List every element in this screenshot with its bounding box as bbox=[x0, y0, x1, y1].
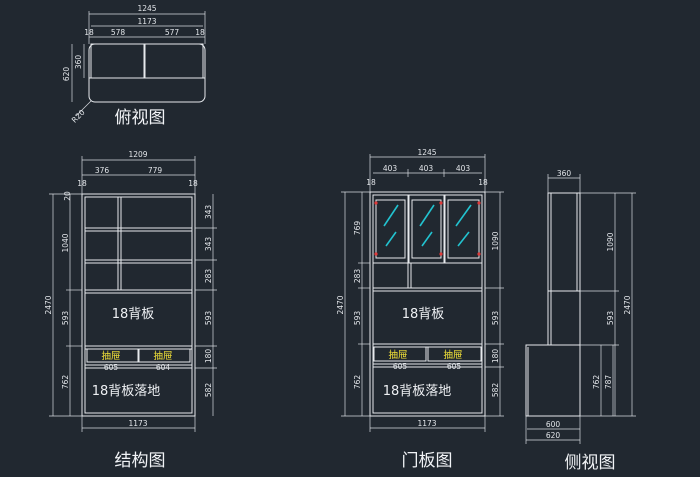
top-view-title: 俯视图 bbox=[115, 108, 166, 128]
side-upper-cabinet bbox=[547, 192, 581, 292]
dim-text: 1173 bbox=[128, 419, 147, 428]
dim-text: 1209 bbox=[128, 150, 147, 159]
side-view: 360 1090 593 2470 762 787 600 620 侧视图 bbox=[525, 169, 636, 473]
side-middle-cabinet bbox=[547, 290, 581, 346]
dim-text: 604 bbox=[156, 363, 171, 372]
drawer-label: 抽屉 bbox=[101, 350, 120, 362]
drawer-left bbox=[86, 348, 139, 363]
dim-text: 18 bbox=[366, 178, 376, 187]
dim-text: 343 bbox=[204, 205, 213, 220]
floor-panel-label: 18背板落地 bbox=[383, 384, 452, 399]
drawer-label: 抽屉 bbox=[153, 350, 172, 362]
dim-text: 18 bbox=[478, 178, 488, 187]
hinge-marker bbox=[374, 201, 378, 205]
drawer-right bbox=[427, 346, 482, 362]
dim-text: 403 bbox=[456, 164, 471, 173]
dim-text: 582 bbox=[491, 383, 500, 398]
drawer-right bbox=[138, 348, 191, 363]
dim-text: 18 bbox=[188, 179, 198, 188]
structure-view-title: 结构图 bbox=[115, 451, 166, 471]
dim-text: 1090 bbox=[606, 232, 615, 251]
dim-text: 1173 bbox=[137, 17, 156, 26]
back-panel-label: 18背板 bbox=[112, 307, 155, 322]
structure-view: 抽屉 抽屉 18背板 18背板落地 1209 376 779 18 18 247… bbox=[44, 150, 217, 471]
door-view: 抽屉 抽屉 18背板 18背板落地 1245 403 403 403 18 18… bbox=[336, 148, 504, 471]
dim-text: 283 bbox=[204, 269, 213, 284]
dim-text: 779 bbox=[148, 166, 163, 175]
drawer-left bbox=[373, 346, 427, 362]
dim-text: 2470 bbox=[623, 295, 632, 314]
dim-text: 600 bbox=[546, 420, 561, 429]
dim-text: 762 bbox=[353, 375, 362, 390]
dim-text: 403 bbox=[383, 164, 398, 173]
drawer-label: 抽屉 bbox=[443, 349, 462, 361]
glass-reflection bbox=[383, 204, 399, 227]
dim-text: 593 bbox=[204, 311, 213, 326]
dim-text: 360 bbox=[74, 55, 83, 70]
glass-door-middle bbox=[408, 194, 445, 264]
dim-text: 593 bbox=[606, 311, 615, 326]
dim-text: 605 bbox=[393, 362, 408, 371]
dim-text: 18 bbox=[77, 179, 87, 188]
dim-text: 20 bbox=[63, 191, 72, 201]
top-view-upper-box bbox=[90, 43, 204, 79]
side-base-cabinet bbox=[525, 344, 581, 417]
dim-text: 593 bbox=[491, 311, 500, 326]
top-view-outline bbox=[88, 43, 206, 103]
dim-text: 593 bbox=[61, 311, 70, 326]
dim-text: 1245 bbox=[417, 148, 436, 157]
dim-text: 180 bbox=[204, 349, 213, 364]
door-outline bbox=[369, 191, 486, 417]
dim-text: 1173 bbox=[417, 419, 436, 428]
dim-text: 593 bbox=[353, 311, 362, 326]
dim-text: 577 bbox=[165, 28, 180, 37]
door-view-title: 门板图 bbox=[402, 451, 453, 471]
top-view: 1245 1173 18 578 577 18 360 620 R20 俯视图 bbox=[62, 4, 206, 128]
dim-text: 283 bbox=[353, 269, 362, 284]
structure-outline bbox=[81, 193, 196, 417]
dim-text: 1040 bbox=[61, 233, 70, 252]
dim-text: 605 bbox=[104, 363, 119, 372]
dim-text: 769 bbox=[353, 221, 362, 236]
side-view-title: 侧视图 bbox=[565, 453, 616, 473]
dim-text: R20 bbox=[70, 108, 87, 125]
dim-text: 762 bbox=[61, 375, 70, 390]
dim-text: 360 bbox=[557, 169, 572, 178]
dim-text: 1090 bbox=[491, 231, 500, 250]
dim-text: 403 bbox=[419, 164, 434, 173]
dim-text: 1245 bbox=[137, 4, 156, 13]
drawer-label: 抽屉 bbox=[388, 349, 407, 361]
dim-text: 582 bbox=[204, 383, 213, 398]
dim-text: 2470 bbox=[336, 295, 345, 314]
dim-text: 787 bbox=[604, 375, 613, 390]
back-panel-label: 18背板 bbox=[402, 307, 445, 322]
dim-text: 343 bbox=[204, 237, 213, 252]
dim-text: 620 bbox=[546, 431, 561, 440]
dim-text: 578 bbox=[111, 28, 126, 37]
dim-text: 18 bbox=[195, 28, 205, 37]
dim-text: 180 bbox=[491, 349, 500, 364]
glass-door-right bbox=[444, 194, 483, 264]
dim-text: 2470 bbox=[44, 295, 53, 314]
glass-door-left bbox=[372, 194, 409, 264]
dim-text: 605 bbox=[447, 362, 462, 371]
dim-text: 376 bbox=[95, 166, 110, 175]
floor-panel-label: 18背板落地 bbox=[92, 384, 161, 399]
dim-text: 18 bbox=[84, 28, 94, 37]
dim-text: 762 bbox=[592, 375, 601, 390]
dim-text: 620 bbox=[62, 67, 71, 82]
